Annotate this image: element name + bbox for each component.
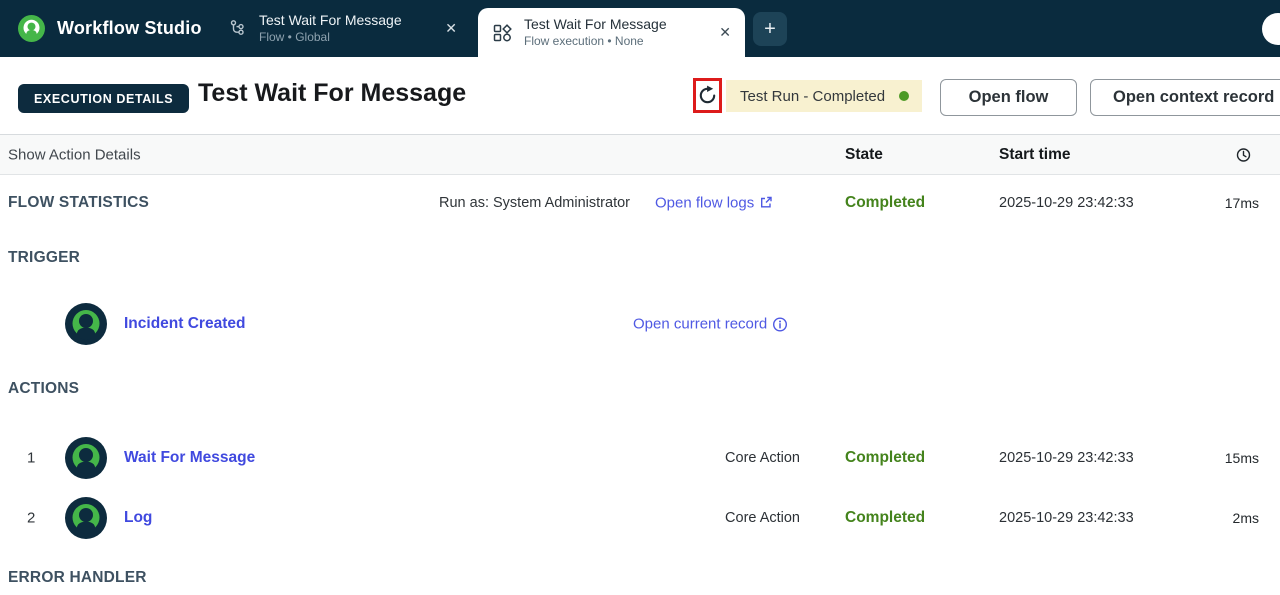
section-label-actions: ACTIONS xyxy=(8,380,80,397)
refresh-icon xyxy=(697,85,718,106)
close-icon[interactable]: ✕ xyxy=(445,20,457,36)
section-label-trigger: TRIGGER xyxy=(8,249,81,266)
trigger-row: Incident Created Open current record xyxy=(0,296,1280,352)
run-as-label: Run as: System Administrator xyxy=(439,194,630,211)
tab-subtitle: Flow • Global xyxy=(259,29,330,44)
error-handler-section: ERROR HANDLER xyxy=(0,564,1280,592)
green-status-dot-icon xyxy=(899,91,909,101)
section-label-error-handler: ERROR HANDLER xyxy=(8,569,147,586)
status-label: Test Run - Completed xyxy=(740,87,886,105)
external-link-icon xyxy=(759,196,773,210)
start-time-column-header: Start time xyxy=(999,145,1071,163)
open-flow-button[interactable]: Open flow xyxy=(940,79,1077,116)
actions-section: ACTIONS xyxy=(0,375,1280,403)
start-time-value: 2025-10-29 23:42:33 xyxy=(999,510,1134,526)
open-context-record-button[interactable]: Open context record xyxy=(1090,79,1280,116)
workflow-studio-logo-icon xyxy=(18,15,45,42)
action-name-link[interactable]: Log xyxy=(124,509,153,526)
avatar[interactable] xyxy=(1262,13,1280,45)
action-type: Core Action xyxy=(725,450,800,466)
record-avatar-icon xyxy=(65,437,107,479)
execution-details-badge: EXECUTION DETAILS xyxy=(18,84,190,113)
record-avatar-icon xyxy=(65,497,107,539)
flow-statistics-row: FLOW STATISTICS Run as: System Administr… xyxy=(0,175,1280,230)
state-value: Completed xyxy=(845,509,926,526)
app-title: Workflow Studio xyxy=(57,18,202,38)
action-row: 2 Log Core Action Completed 2025-10-29 2… xyxy=(0,490,1280,546)
tab-flow[interactable]: Test Wait For Message Flow • Global ✕ xyxy=(215,0,471,57)
info-icon xyxy=(772,316,788,332)
page-title: Test Wait For Message xyxy=(198,79,467,107)
tab-title: Test Wait For Message xyxy=(259,12,402,29)
record-avatar-icon xyxy=(65,303,107,345)
open-flow-logs-label: Open flow logs xyxy=(655,194,755,211)
duration-value: 17ms xyxy=(1224,194,1259,211)
trigger-name-link[interactable]: Incident Created xyxy=(124,315,246,332)
flow-branch-icon xyxy=(229,19,247,38)
clock-icon xyxy=(1236,147,1251,162)
open-current-record-link[interactable]: Open current record xyxy=(633,316,788,333)
state-value: Completed xyxy=(845,193,926,211)
action-index: 1 xyxy=(27,449,36,467)
refresh-button-highlighted[interactable] xyxy=(693,78,722,113)
new-tab-button[interactable]: + xyxy=(753,12,787,46)
action-index: 2 xyxy=(27,509,36,527)
start-time-value: 2025-10-29 23:42:33 xyxy=(999,450,1134,466)
status-badge: Test Run - Completed xyxy=(726,80,922,112)
tab-title: Test Wait For Message xyxy=(524,16,667,33)
action-row: 1 Wait For Message Core Action Completed… xyxy=(0,430,1280,486)
tab-subtitle: Flow execution • None xyxy=(524,33,644,48)
close-icon[interactable]: ✕ xyxy=(719,24,731,40)
open-current-record-label: Open current record xyxy=(633,315,768,333)
top-bar: Workflow Studio Test Wait For Message Fl… xyxy=(0,0,1280,57)
open-flow-logs-link[interactable]: Open flow logs xyxy=(655,194,773,211)
state-column-header: State xyxy=(845,145,883,163)
start-time-value: 2025-10-29 23:42:33 xyxy=(999,194,1134,211)
action-type: Core Action xyxy=(725,510,800,526)
table-header-row: Show Action Details State Start time xyxy=(0,134,1280,175)
plus-icon: + xyxy=(764,17,776,40)
show-action-details-toggle[interactable]: Show Action Details xyxy=(8,146,141,163)
duration-value: 15ms xyxy=(1224,450,1259,466)
execution-header: EXECUTION DETAILS Test Wait For Message … xyxy=(0,57,1280,134)
flow-execution-icon xyxy=(492,23,512,43)
state-value: Completed xyxy=(845,449,926,466)
section-label-flow-statistics: FLOW STATISTICS xyxy=(8,193,150,211)
trigger-section: TRIGGER xyxy=(0,244,1280,272)
tab-flow-execution[interactable]: Test Wait For Message Flow execution • N… xyxy=(478,8,745,57)
action-name-link[interactable]: Wait For Message xyxy=(124,449,256,466)
duration-value: 2ms xyxy=(1232,510,1259,526)
